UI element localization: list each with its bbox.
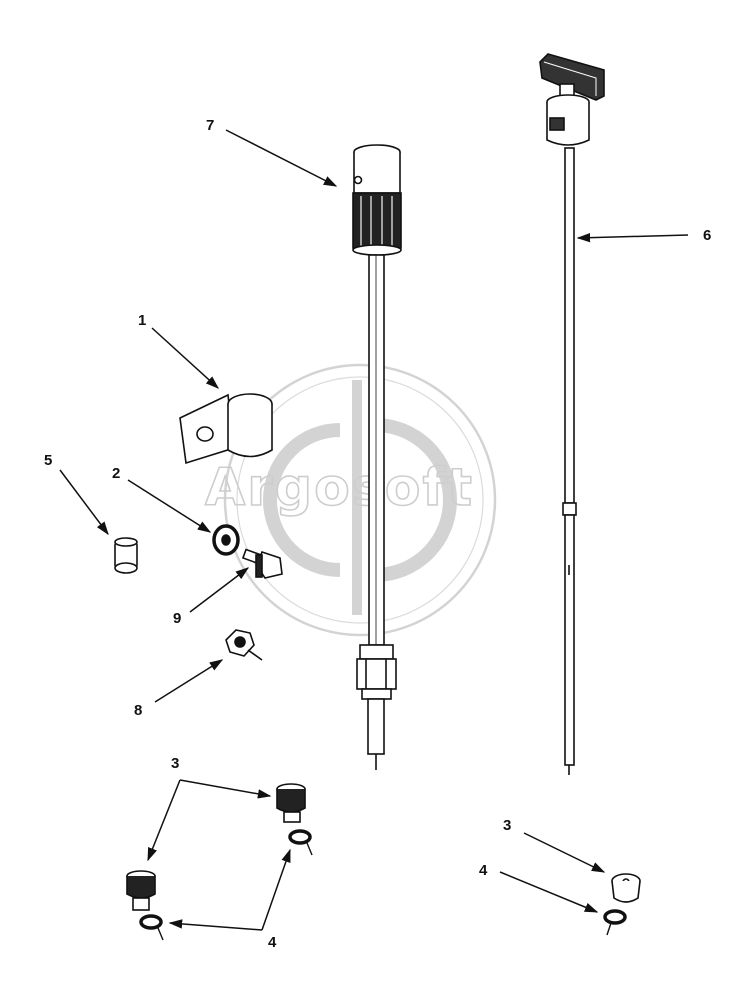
part-8-nut xyxy=(225,629,263,661)
arrow-8 xyxy=(154,659,224,703)
part-1-clamp xyxy=(179,393,273,465)
watermark-logo: Argosoft xyxy=(204,363,497,637)
callout-5: 5 xyxy=(44,452,52,469)
part-2-washer xyxy=(212,524,240,556)
arrow-4-right xyxy=(499,871,599,913)
callout-1: 1 xyxy=(138,312,146,329)
arrow-5 xyxy=(59,469,109,536)
callout-3-left: 3 xyxy=(171,755,179,772)
arrow-3-right xyxy=(523,832,606,873)
part-7-dipstick-tube xyxy=(352,144,402,770)
arrow-4-left xyxy=(168,919,263,931)
part-3-plug-right xyxy=(611,873,641,903)
arrow-3-lower xyxy=(147,779,181,862)
arrow-9 xyxy=(189,567,250,613)
callout-8: 8 xyxy=(134,702,142,719)
arrow-6 xyxy=(576,232,689,243)
part-5-spacer xyxy=(114,537,138,574)
part-4-oring-upper xyxy=(288,829,313,856)
callout-9: 9 xyxy=(173,610,181,627)
arrow-2 xyxy=(127,479,212,533)
callout-6: 6 xyxy=(703,227,711,244)
callout-2: 2 xyxy=(112,465,120,482)
callout-4-left: 4 xyxy=(268,934,277,951)
leader-arrows xyxy=(59,129,689,931)
watermark-text: Argosoft xyxy=(205,458,474,518)
part-4-oring-right xyxy=(603,909,627,936)
arrow-1 xyxy=(151,327,219,389)
arrow-4-upper xyxy=(261,848,291,931)
arrow-3-upper xyxy=(179,779,272,799)
part-9-bolt xyxy=(241,548,283,579)
callout-7: 7 xyxy=(206,117,214,134)
part-4-oring-lower-left xyxy=(139,914,164,941)
part-3-plug-lower-left xyxy=(126,870,156,911)
part-6-dipstick xyxy=(539,53,605,775)
callout-4-right: 4 xyxy=(479,862,488,879)
arrow-7 xyxy=(225,129,338,187)
callout-3-right: 3 xyxy=(503,817,511,834)
callout-labels: 7 6 1 5 2 9 8 3 4 3 4 xyxy=(44,117,711,951)
part-3-plug-upper xyxy=(276,783,306,823)
